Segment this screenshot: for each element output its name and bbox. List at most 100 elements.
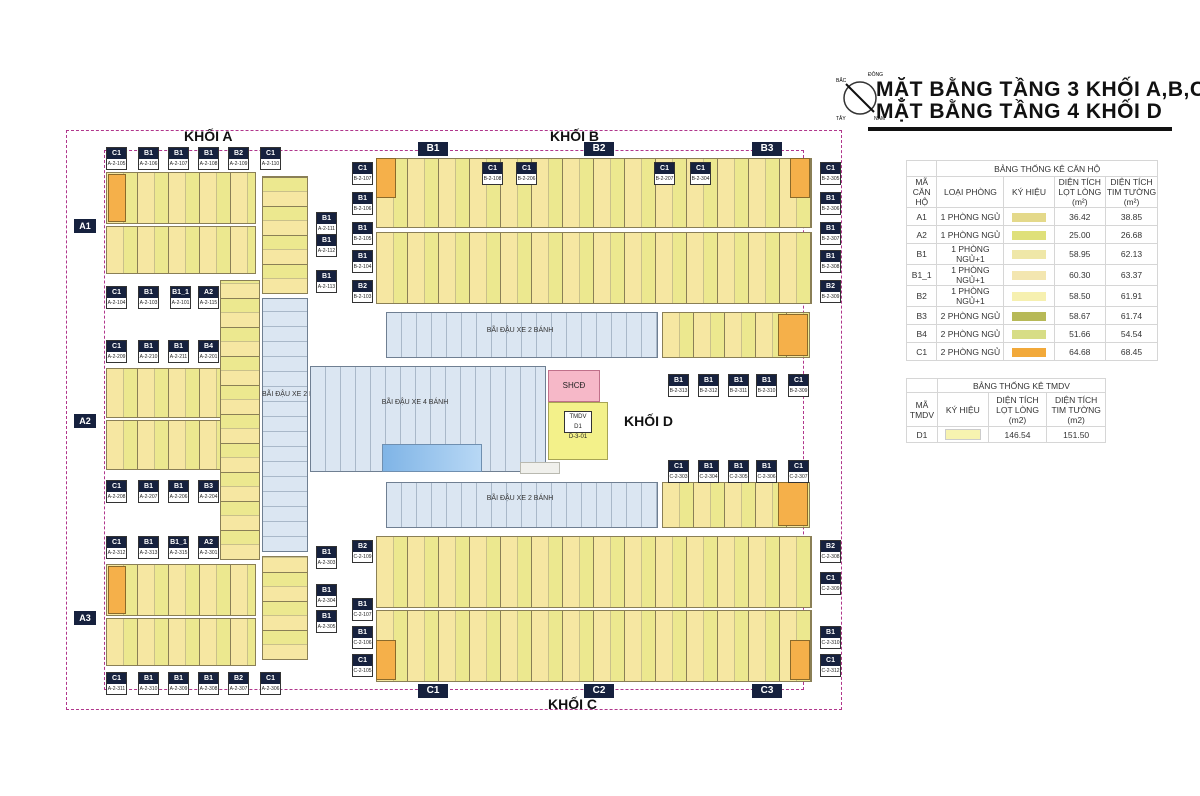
unit-type: B1 (821, 627, 840, 638)
unit-code: B-2-105 (353, 236, 372, 242)
pool (382, 444, 482, 472)
row-code: B1_1 (905, 264, 938, 286)
unit-type: B1_1 (171, 287, 190, 298)
block-a-north-units (262, 176, 308, 294)
subblock-b3: B3 (752, 142, 782, 156)
block-c-units-bottom (376, 610, 812, 682)
unit-code: A-2-106 (139, 161, 158, 167)
row-gross-area: 63.37 (1105, 264, 1158, 286)
unit-type: C1 (107, 537, 126, 548)
unit-type: B2 (821, 541, 840, 552)
unit-code: A-2-206 (169, 494, 188, 500)
unit-type: C1 (261, 148, 280, 159)
unit-type: B1 (669, 375, 688, 386)
row-swatch (1003, 243, 1055, 265)
unit-code: A-2-112 (317, 248, 336, 254)
block-c-units-top (376, 536, 812, 608)
row-net-area: 60.30 (1053, 264, 1107, 286)
unit-type: C1 (691, 163, 710, 174)
row-gross-area: 38.85 (1105, 207, 1158, 226)
unit-code: A-2-101 (171, 300, 190, 306)
row-net-area: 36.42 (1053, 207, 1107, 226)
block-a-units-spine (220, 280, 260, 560)
unit-type: B1 (169, 481, 188, 492)
unit-type: B2 (821, 281, 840, 292)
unit-type: C1 (789, 375, 808, 386)
row-type: 2 PHÒNG NGỦ (936, 324, 1005, 343)
unit-type: B1 (317, 585, 336, 596)
subblock-a3: A3 (74, 611, 96, 625)
unit-code: C-2-305 (729, 474, 748, 480)
header-code: MÃ CĂN HỘ (905, 176, 938, 208)
block-a-label: KHỐI A (184, 128, 233, 144)
parking-a-label: BÃI ĐẬU XE 2 BÁNH (262, 391, 329, 398)
row-gross-area: 54.54 (1105, 324, 1158, 343)
unit-type: C1 (107, 287, 126, 298)
unit-code: A-2-207 (139, 494, 158, 500)
unit-code: B-2-104 (353, 264, 372, 270)
block-b-corner-unit (376, 158, 396, 198)
block-a-corner-unit (108, 174, 126, 222)
unit-code: A-2-307 (229, 686, 248, 692)
block-b-corner-unit (790, 158, 810, 198)
unit-type: B1 (821, 223, 840, 234)
row-type: 1 PHÒNG NGỦ (936, 207, 1005, 226)
unit-type: C1 (821, 655, 840, 666)
row-type: 1 PHÒNG NGỦ+1 (936, 285, 1005, 307)
unit-type: C1 (107, 148, 126, 159)
unit-type: C1 (517, 163, 536, 174)
row-code: A1 (905, 207, 938, 226)
unit-type: C1 (669, 461, 688, 472)
row-code: C1 (905, 342, 938, 361)
unit-code: C-2-106 (353, 640, 372, 646)
apartment-table-caption: BẢNG THỐNG KÊ CĂN HỘ (936, 160, 1158, 177)
tmdv-row-gross: 151.50 (1046, 426, 1106, 443)
unit-type: C1 (483, 163, 502, 174)
unit-code: A-2-104 (107, 300, 126, 306)
unit-type: B1 (699, 375, 718, 386)
stair (520, 462, 560, 474)
row-gross-area: 68.45 (1105, 342, 1158, 361)
subblock-c1: C1 (418, 684, 448, 698)
tmdv-row-code: D1 (906, 426, 938, 443)
row-swatch (1003, 285, 1055, 307)
compass-icon: BẮC ĐÔNG NAM TÂY (836, 71, 885, 122)
parking-c (386, 482, 658, 528)
unit-code: A-2-312 (107, 550, 126, 556)
unit-code: A-2-310 (139, 686, 158, 692)
row-net-area: 64.68 (1053, 342, 1107, 361)
unit-type: B2 (229, 148, 248, 159)
unit-type: B1 (139, 148, 158, 159)
tmdv-row-net: 146.54 (987, 426, 1048, 443)
unit-type: B2 (229, 673, 248, 684)
tmdv-header-code: MÃ TMDV (906, 392, 938, 427)
unit-type: B1 (353, 223, 372, 234)
tmdv-header-net: DIỆN TÍCH LỌT LÒNG (m2) (987, 392, 1048, 427)
unit-code: B-2-312 (699, 388, 718, 394)
unit-code: C-2-109 (353, 554, 372, 560)
